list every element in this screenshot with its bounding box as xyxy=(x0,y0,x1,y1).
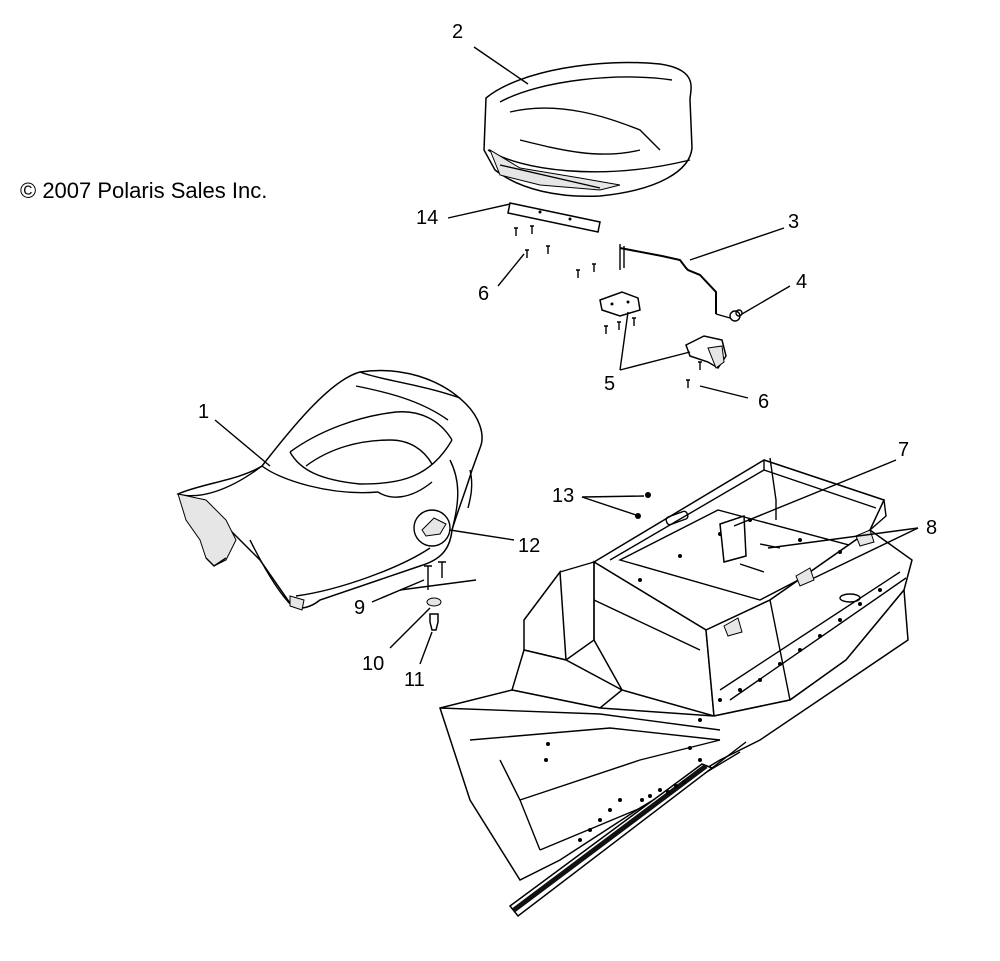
callout-8: 8 xyxy=(926,517,938,539)
callout-7: 7 xyxy=(898,439,910,461)
callout-2: 2 xyxy=(452,21,464,43)
callout-14: 14 xyxy=(416,207,439,229)
screws-group-6-upper xyxy=(514,225,596,278)
callout-10: 10 xyxy=(362,653,385,675)
main-seat xyxy=(176,369,483,611)
leader-lines xyxy=(214,46,919,665)
fasteners-13 xyxy=(635,492,651,519)
seat-mount-plate xyxy=(507,202,601,233)
callout-6-lower: 6 xyxy=(758,391,770,413)
chassis-tunnel xyxy=(439,457,913,918)
seat-latch-rod xyxy=(619,244,731,319)
latch-bracket-upper xyxy=(599,291,641,334)
seat-backrest-cushion xyxy=(483,61,693,198)
copyright-notice: © 2007 Polaris Sales Inc. xyxy=(20,178,268,203)
callout-9: 9 xyxy=(354,597,366,619)
callout-11: 11 xyxy=(404,669,425,691)
callout-5: 5 xyxy=(604,373,616,395)
fasteners-9-10-11 xyxy=(399,561,477,631)
callout-12: 12 xyxy=(518,535,541,557)
callout-4: 4 xyxy=(796,271,808,293)
callout-3: 3 xyxy=(788,211,800,233)
callout-6-upper: 6 xyxy=(478,283,490,305)
latch-bracket-lower xyxy=(685,335,727,388)
callout-13: 13 xyxy=(552,485,575,507)
latch-spring xyxy=(729,309,743,322)
callout-1: 1 xyxy=(198,401,210,423)
